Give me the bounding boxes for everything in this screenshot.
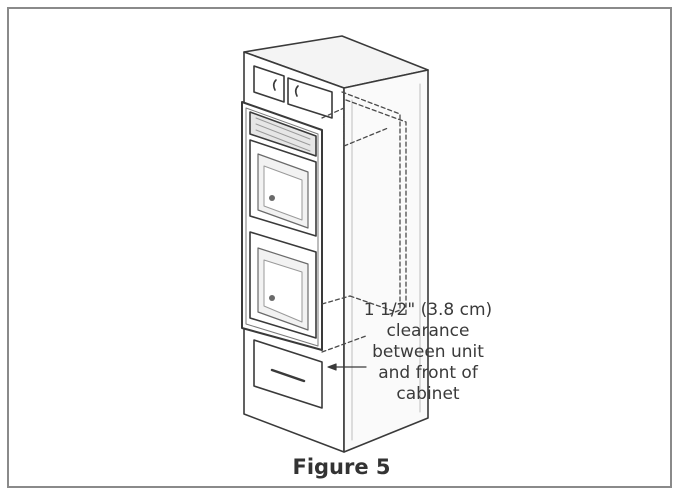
double-wall-oven bbox=[241, 101, 323, 351]
callout-line-2: clearance bbox=[386, 321, 470, 341]
clearance-callout: 1 1/2" (3.8 cm) clearance between unit a… bbox=[348, 300, 508, 405]
upper-cabinet-doors bbox=[253, 65, 333, 119]
cabinet-drawer bbox=[253, 339, 323, 409]
figure-caption: Figure 5 bbox=[292, 455, 391, 479]
callout-line-1: 1 1/2" (3.8 cm) bbox=[363, 300, 493, 320]
cutout-outline bbox=[321, 91, 407, 353]
callout-line-4: and front of bbox=[378, 363, 478, 383]
clearance-leader bbox=[327, 363, 367, 371]
callout-line-3: between unit bbox=[372, 342, 484, 362]
callout-line-5: cabinet bbox=[396, 384, 460, 404]
